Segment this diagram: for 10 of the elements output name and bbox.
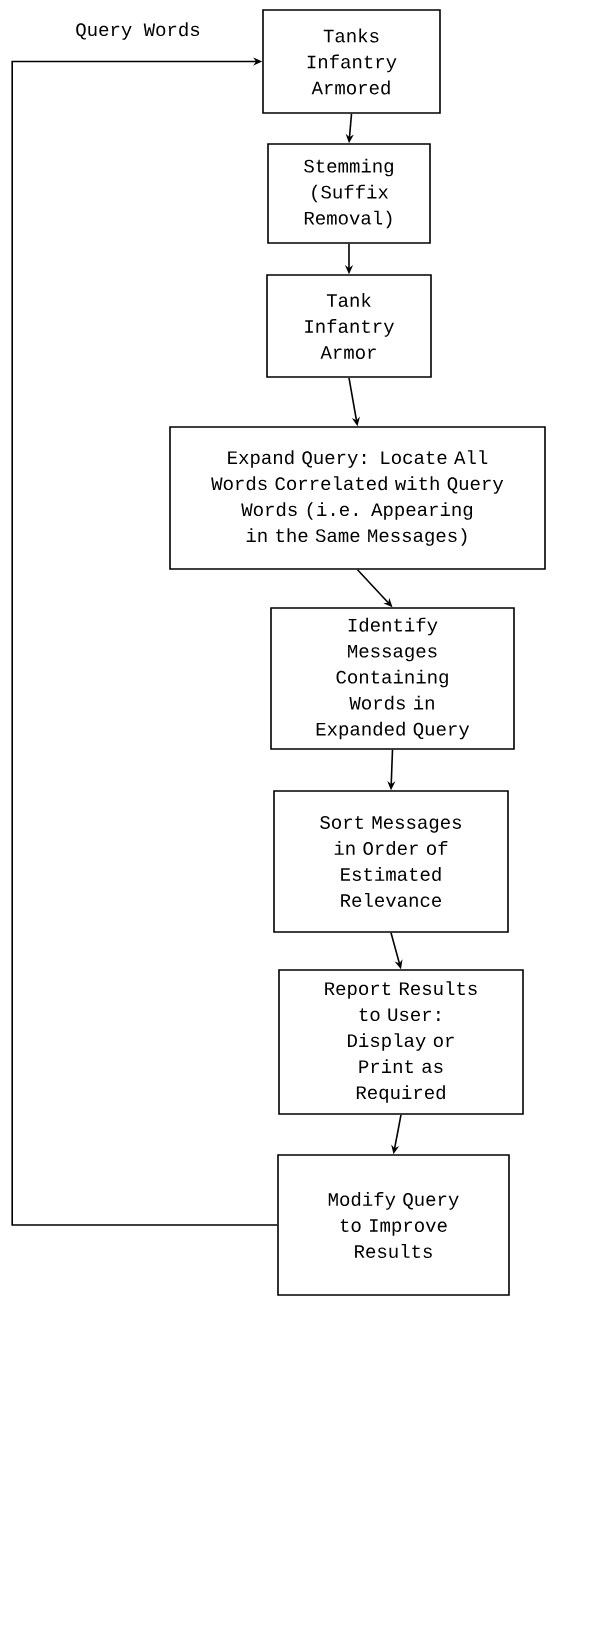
process-box: Tank Infantry Armor [266,274,432,378]
process-box: Stemming (Suffix Removal) [267,143,431,244]
process-box: Tanks Infantry Armored [262,9,441,114]
process-box: Report Results to User: Display or Print as Required [278,969,524,1115]
arrow [11,57,278,1226]
process-box: Modify Query to Improve Results [277,1154,510,1296]
process-box: Identify Messages Containing Words in Expanded Query [270,607,515,750]
process-box: Expand Query: Locate All Words Correlated with Query Words (i.e. Appearing in the Same Messages) [169,426,546,570]
process-box: Sort Messages in Order of Estimated Relevance [273,790,509,933]
edge-label: Query Words [76,22,200,40]
